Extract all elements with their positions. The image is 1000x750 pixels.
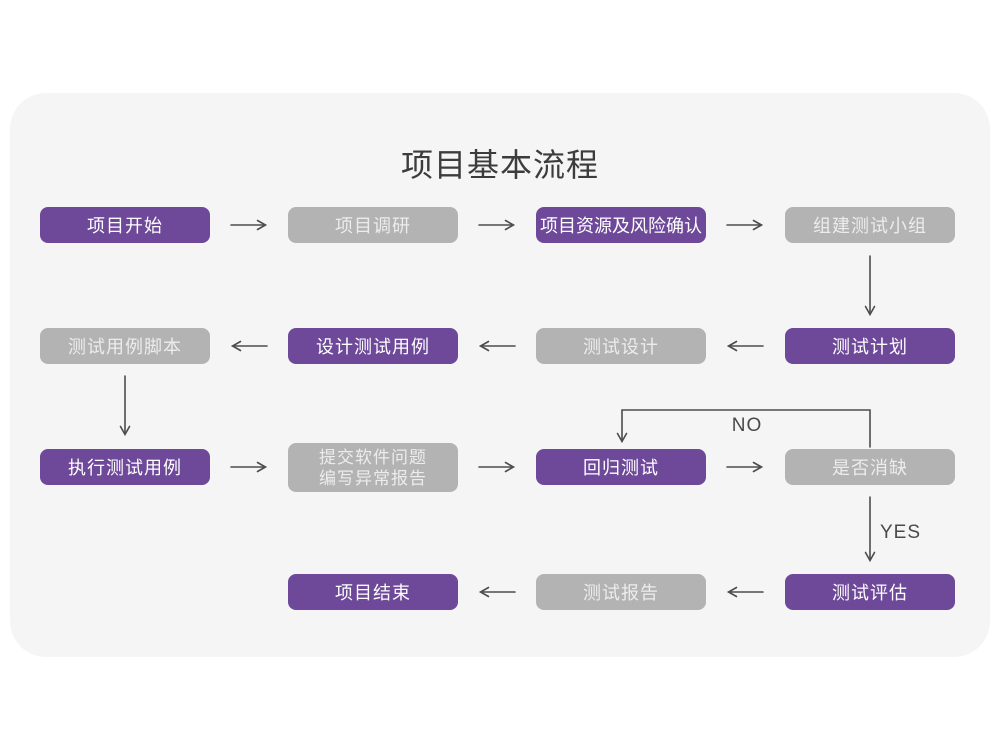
edge-label-yes: YES — [880, 522, 922, 543]
node-defect-resolved: 是否消缺 — [785, 449, 955, 485]
node-label: 项目开始 — [87, 216, 163, 236]
node-design-test-cases: 设计测试用例 — [288, 328, 458, 364]
node-project-end: 项目结束 — [288, 574, 458, 610]
node-label-line: 编写异常报告 — [319, 468, 427, 488]
node-label: 测试报告 — [583, 583, 659, 603]
node-project-research: 项目调研 — [288, 207, 458, 243]
node-label: 测试评估 — [832, 583, 908, 603]
node-test-plan: 测试计划 — [785, 328, 955, 364]
node-regression-test: 回归测试 — [536, 449, 706, 485]
node-build-test-team: 组建测试小组 — [785, 207, 955, 243]
node-resource-risk-confirm: 项目资源及风险确认 — [536, 207, 706, 243]
node-label: 回归测试 — [583, 458, 659, 478]
node-execute-test-cases: 执行测试用例 — [40, 449, 210, 485]
page-title: 项目基本流程 — [400, 147, 599, 183]
node-test-case-script: 测试用例脚本 — [40, 328, 210, 364]
node-label: 项目结束 — [335, 583, 411, 603]
node-project-start: 项目开始 — [40, 207, 210, 243]
node-submit-issue-write-report: 提交软件问题 编写异常报告 — [288, 443, 458, 492]
node-label: 测试用例脚本 — [68, 337, 182, 357]
edge-label-no: NO — [731, 415, 763, 436]
node-test-evaluation: 测试评估 — [785, 574, 955, 610]
node-label: 组建测试小组 — [813, 216, 927, 236]
node-label: 项目资源及风险确认 — [540, 216, 702, 236]
node-label-line: 提交软件问题 — [319, 447, 427, 467]
node-label: 设计测试用例 — [316, 337, 430, 357]
node-label: 测试设计 — [583, 337, 659, 357]
node-test-design: 测试设计 — [536, 328, 706, 364]
node-label: 执行测试用例 — [68, 458, 182, 478]
node-label: 是否消缺 — [832, 458, 908, 478]
node-label: 项目调研 — [335, 216, 411, 236]
node-test-report: 测试报告 — [536, 574, 706, 610]
node-label: 测试计划 — [832, 337, 908, 357]
flowchart-card — [10, 93, 990, 657]
